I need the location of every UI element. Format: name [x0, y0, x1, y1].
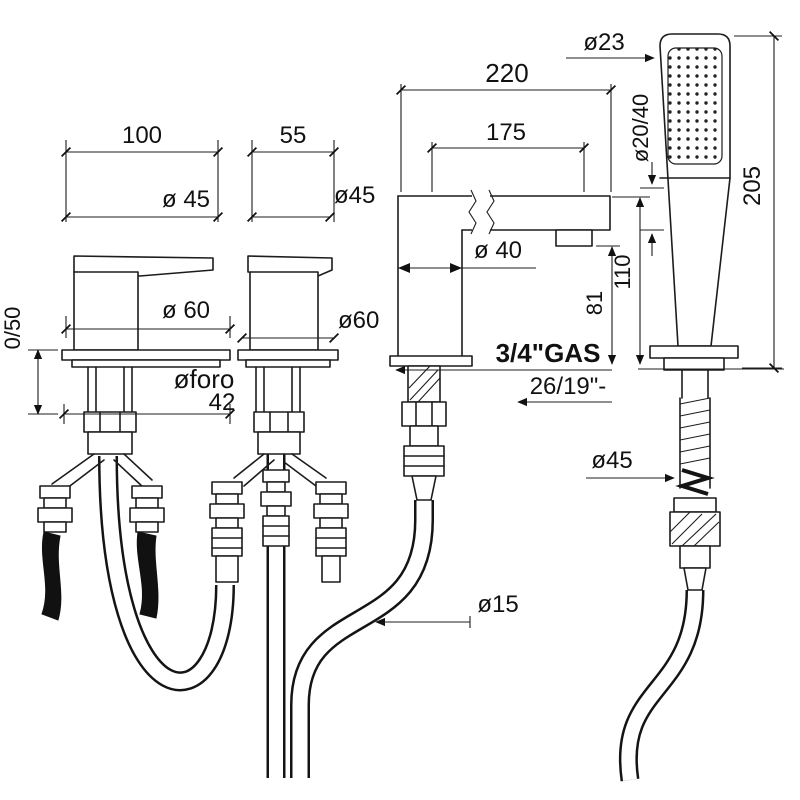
- middle-manifold: [257, 431, 301, 455]
- dim-label-220: 220: [485, 58, 528, 88]
- dim-label-55: 55: [280, 122, 307, 149]
- middle-flange-ring: [245, 359, 331, 368]
- spout-base-ring: [389, 355, 473, 367]
- hand-shower-unit: [649, 33, 739, 591]
- left-flange-ring: [71, 359, 221, 368]
- left-flex-connector-left: [37, 485, 73, 533]
- left-handle-unit: [37, 255, 231, 621]
- spout-unit: [389, 189, 611, 501]
- middle-flange: [237, 349, 339, 361]
- braided-flex-hose-left: [41, 531, 62, 621]
- dim-label-dia23: ø23: [583, 29, 624, 56]
- middle-handle-unit: [209, 255, 349, 583]
- braided-flex-hose-right: [136, 531, 159, 619]
- dim-label-dia40: ø 40: [474, 237, 522, 264]
- spout-outlet-aerator: [555, 229, 593, 247]
- spout-break-mark: [468, 189, 495, 238]
- dim-label-dia60-mid: ø60: [338, 307, 379, 334]
- middle-lever-handle: [247, 255, 333, 277]
- dim-label-dia20-40: ø20/40: [628, 94, 653, 163]
- spout-tailpiece: [401, 365, 447, 501]
- spray-face: [667, 47, 723, 165]
- middle-locknut: [253, 411, 305, 433]
- middle-center-connector-stack: [260, 469, 292, 547]
- left-lever-handle: [73, 255, 214, 277]
- middle-right-connector-stack: [313, 481, 349, 583]
- shower-flange: [649, 345, 739, 359]
- shower-hose-coil: [675, 369, 715, 496]
- pipework: [98, 454, 705, 782]
- dim-label-dia60-left: ø 60: [162, 297, 210, 324]
- left-handle-body: [73, 271, 139, 351]
- left-locknut: [83, 411, 137, 433]
- dim-label-dia15: ø15: [477, 591, 518, 618]
- dim-label-dia45-left: ø 45: [162, 186, 210, 213]
- shower-hose-connector: [669, 497, 721, 591]
- left-manifold: [87, 431, 133, 455]
- middle-side-tails: [233, 453, 327, 487]
- shower-flange-ring: [663, 357, 725, 371]
- dim-label-110: 110: [610, 254, 635, 289]
- dimensions: 100 ø 45 55 ø45 220 175 ø23 ø20/40: [0, 29, 784, 628]
- dim-label-100: 100: [122, 122, 162, 149]
- dim-label-dia45-mid: ø45: [334, 182, 375, 209]
- dim-label-81: 81: [582, 291, 607, 315]
- spout-tube: [397, 195, 611, 231]
- hole-label: øforo: [174, 364, 235, 394]
- dim-label-175: 175: [486, 119, 526, 146]
- thread-spec-label: 3/4"GAS: [496, 338, 601, 368]
- hose-spec-label: 26/19"-: [530, 373, 607, 400]
- dim-label-dia45-shower: ø45: [591, 447, 632, 474]
- hole-value: 42: [209, 389, 236, 416]
- middle-left-connector-stack: [209, 481, 245, 583]
- left-flex-connector-right: [129, 485, 165, 533]
- dim-label-205: 205: [739, 166, 766, 206]
- left-flange: [61, 349, 231, 361]
- dim-label-0-50: 0/50: [0, 307, 25, 350]
- connector-hatch: [669, 511, 720, 547]
